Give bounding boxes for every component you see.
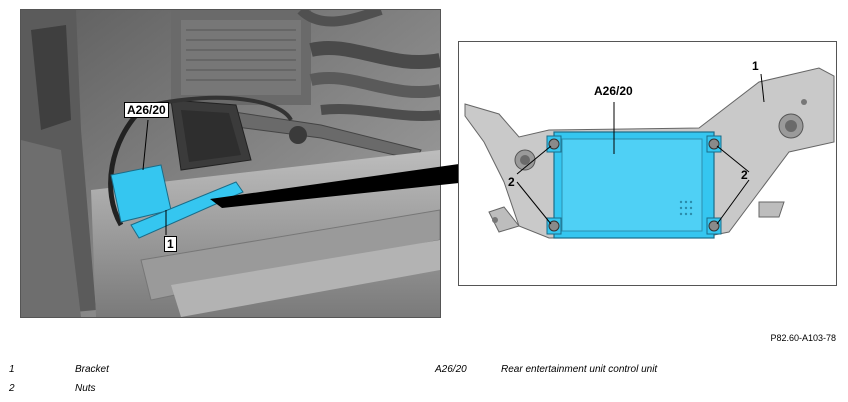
callout-nuts-left: 2 — [508, 175, 515, 189]
detail-view — [458, 41, 837, 286]
figure-reference-code: P82.60-A103-78 — [770, 333, 836, 343]
nut-top-right — [708, 138, 720, 150]
nut-top-left — [548, 138, 560, 150]
callout-unit-right: A26/20 — [594, 84, 633, 98]
nut-bottom-right — [708, 220, 720, 232]
vehicle-interior-illustration — [21, 10, 440, 317]
callout-bracket-left: 1 — [164, 236, 177, 252]
legend-text-1: Bracket — [75, 364, 109, 375]
callout-nuts-right: 2 — [741, 168, 748, 182]
legend-text-2: Nuts — [75, 383, 96, 394]
bracket-detail-illustration — [464, 67, 835, 239]
nut-bottom-left — [548, 220, 560, 232]
legend-key-3: A26/20 — [435, 364, 467, 375]
bracket-highlight-left — [130, 181, 244, 239]
legend-key-2: 2 — [9, 383, 15, 394]
callout-bracket-right: 1 — [752, 59, 759, 73]
vehicle-interior-view — [20, 9, 441, 318]
legend-text-3: Rear entertainment unit control unit — [501, 364, 658, 375]
legend-key-1: 1 — [9, 364, 15, 375]
callout-unit-left: A26/20 — [124, 102, 169, 118]
